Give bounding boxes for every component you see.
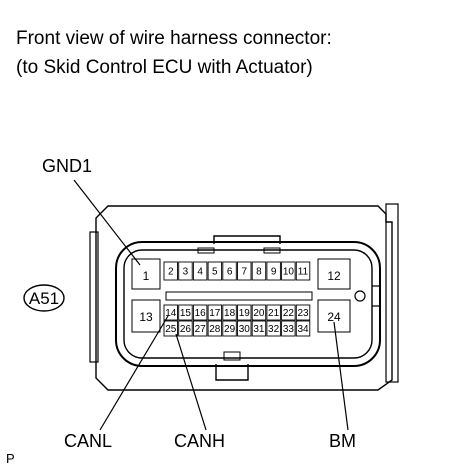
pin-cell-18 (222, 304, 237, 321)
right-latch (372, 285, 381, 307)
pin-cell-24 (317, 299, 351, 333)
pin-label-6: 6 (227, 267, 233, 278)
top-key-slot-left (197, 247, 215, 254)
pin-label-8: 8 (256, 267, 262, 278)
pin-cell-34 (295, 320, 311, 337)
canh-label: CANH (174, 431, 226, 451)
pin-label-10: 10 (283, 267, 295, 278)
connector-id-badge (23, 284, 65, 312)
connector-body-inner (123, 249, 373, 359)
pin-label-14: 14 (165, 308, 177, 319)
pin-cell-27 (192, 320, 208, 337)
connector-outer-housing (95, 205, 393, 391)
connector-id-label: A51 (29, 289, 59, 308)
pin-label-12: 12 (327, 269, 341, 283)
pin-cell-1 (131, 258, 161, 290)
pin-label-31: 31 (253, 324, 265, 335)
pin-cell-7 (237, 261, 252, 281)
housing-right-tab (385, 203, 399, 383)
pin-cell-8 (251, 261, 267, 281)
pin-cell-21 (266, 304, 281, 321)
caption-line-2: (to Skid Control ECU with Actuator) (16, 57, 313, 78)
bm-label: BM (329, 431, 356, 451)
pin-cell-31 (251, 320, 267, 337)
pin-label-28: 28 (209, 324, 221, 335)
pin-cell-19 (237, 304, 252, 321)
housing-left-tab (89, 231, 99, 363)
pin-cell-22 (281, 304, 296, 321)
pin-cell-6 (222, 261, 237, 281)
pin-label-7: 7 (242, 267, 248, 278)
gnd1-label: GND1 (42, 156, 93, 176)
bottom-key-slot (223, 351, 241, 361)
bottom-key (215, 364, 249, 381)
pin-cell-15 (178, 304, 193, 321)
pin-label-20: 20 (253, 308, 265, 319)
pin-cell-32 (266, 320, 281, 337)
pin-label-16: 16 (195, 308, 207, 319)
pin-label-15: 15 (180, 308, 192, 319)
pin-label-25: 25 (165, 324, 177, 335)
pin-cell-3 (178, 261, 193, 281)
pin-cell-11 (295, 261, 311, 281)
canl-label: CANL (64, 431, 113, 451)
pin-cell-25 (163, 320, 178, 337)
figure-code: P (6, 451, 15, 466)
pin-cell-20 (251, 304, 267, 321)
pin-label-2: 2 (168, 267, 174, 278)
pin-cell-13 (131, 299, 161, 333)
pin-cell-9 (266, 261, 281, 281)
pin-label-3: 3 (183, 267, 189, 278)
pin-label-11: 11 (298, 267, 309, 278)
pin-label-27: 27 (195, 324, 207, 335)
pin-label-4: 4 (197, 267, 203, 278)
pin-label-32: 32 (268, 324, 280, 335)
top-key-slot-right (263, 247, 281, 254)
pin-label-18: 18 (224, 308, 236, 319)
pin-label-30: 30 (239, 324, 251, 335)
canh-leader (175, 333, 207, 431)
pin-cell-10 (281, 261, 296, 281)
pin-label-19: 19 (239, 308, 251, 319)
bm-leader (333, 321, 349, 431)
pin-cell-16 (192, 304, 208, 321)
pin-cell-28 (207, 320, 223, 337)
pin-label-23: 23 (297, 308, 309, 319)
pin-label-24: 24 (327, 310, 341, 324)
pin-label-34: 34 (297, 324, 309, 335)
pin-label-29: 29 (224, 324, 236, 335)
latch-circle (354, 290, 366, 302)
pin-cell-26 (178, 320, 193, 337)
pin-cell-29 (222, 320, 237, 337)
top-key (213, 235, 281, 244)
pin-cell-5 (207, 261, 223, 281)
pin-label-9: 9 (271, 267, 277, 278)
pin-label-5: 5 (212, 267, 218, 278)
pin-cell-17 (207, 304, 223, 321)
pin-label-33: 33 (283, 324, 295, 335)
pin-cell-12 (317, 258, 351, 290)
gnd1-leader (73, 179, 141, 266)
caption-line-1: Front view of wire harness connector: (16, 28, 332, 49)
pin-cell-23 (295, 304, 311, 321)
pin-label-1: 1 (143, 269, 150, 283)
row-divider (165, 291, 313, 301)
pin-label-22: 22 (283, 308, 295, 319)
pin-label-26: 26 (180, 324, 192, 335)
pin-label-13: 13 (139, 310, 153, 324)
pin-label-17: 17 (209, 308, 221, 319)
pin-cell-2 (163, 261, 178, 281)
pin-cell-30 (237, 320, 252, 337)
pin-cell-4 (192, 261, 208, 281)
canl-leader (99, 315, 169, 431)
pin-cell-33 (281, 320, 296, 337)
pin-label-21: 21 (268, 308, 280, 319)
